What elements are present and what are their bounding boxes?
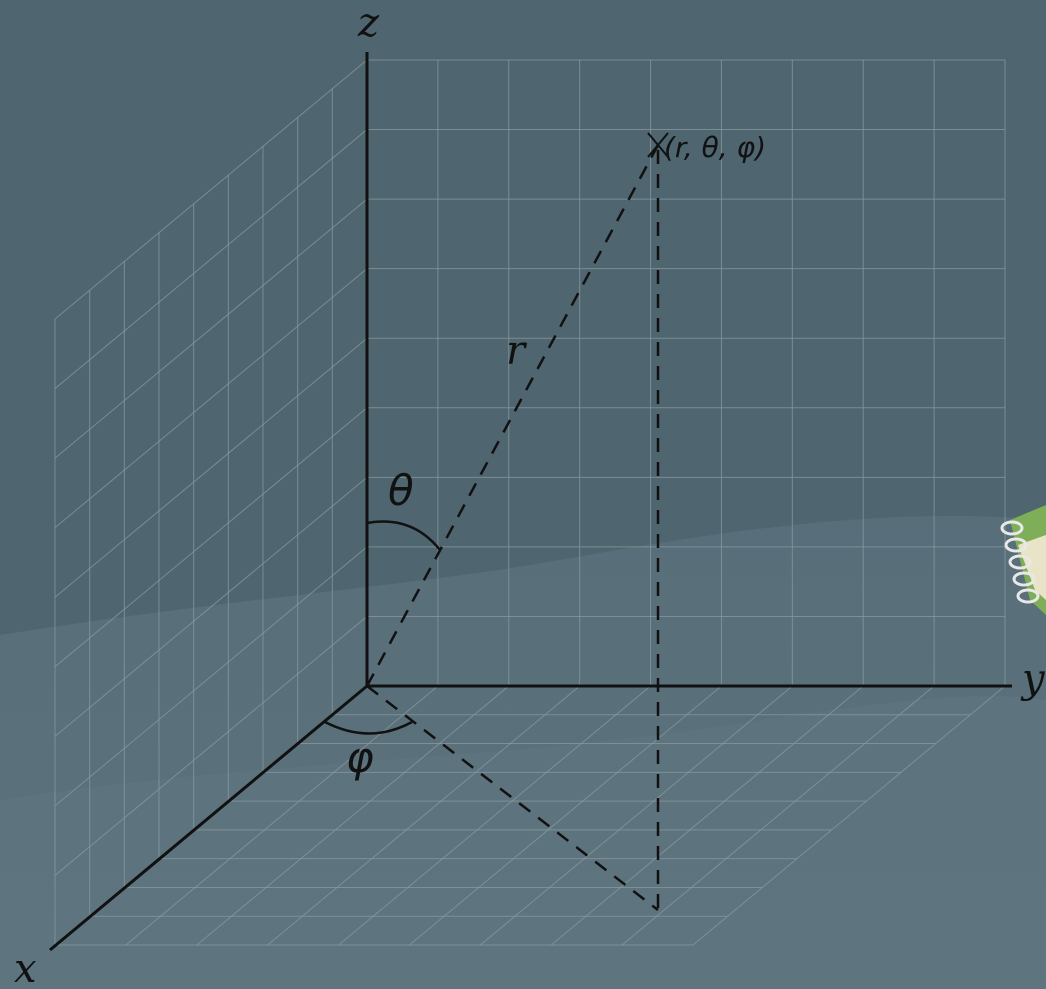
grid-line: [54, 198, 368, 459]
point-label: (r, θ, φ): [664, 131, 766, 164]
phi-label: φ: [346, 733, 374, 782]
y-axis-label: y: [1020, 656, 1046, 702]
phi-arc: [324, 720, 413, 735]
grid-line: [54, 616, 368, 876]
r-label: r: [506, 328, 528, 374]
x-axis-label: x: [14, 946, 37, 989]
grid-line: [54, 546, 368, 807]
grid-line: [621, 685, 935, 946]
x-axis: [49, 684, 368, 952]
grid-line: [54, 59, 368, 320]
grid-line: [54, 129, 368, 389]
grid-line: [54, 476, 368, 737]
grid-line: [54, 337, 368, 598]
grid-line: [480, 685, 793, 946]
back-wall-grid: [366, 59, 1006, 687]
z-axis-label: z: [357, 0, 380, 46]
grid-line: [125, 685, 439, 946]
point-marker: [647, 132, 669, 158]
grid-line: [54, 268, 368, 529]
theta-arc: [366, 520, 441, 551]
grid-line: [54, 407, 368, 668]
grid-line: [409, 685, 722, 946]
theta-label: θ: [388, 466, 414, 515]
floor-projection-line: [366, 685, 659, 911]
grid-line: [692, 685, 1006, 946]
grid-line: [338, 685, 651, 946]
grid-line: [196, 685, 510, 946]
grid-line: [550, 685, 864, 946]
notebook-graphic: [1000, 505, 1046, 615]
radius-line: [365, 144, 660, 687]
grid-line: [267, 685, 580, 946]
